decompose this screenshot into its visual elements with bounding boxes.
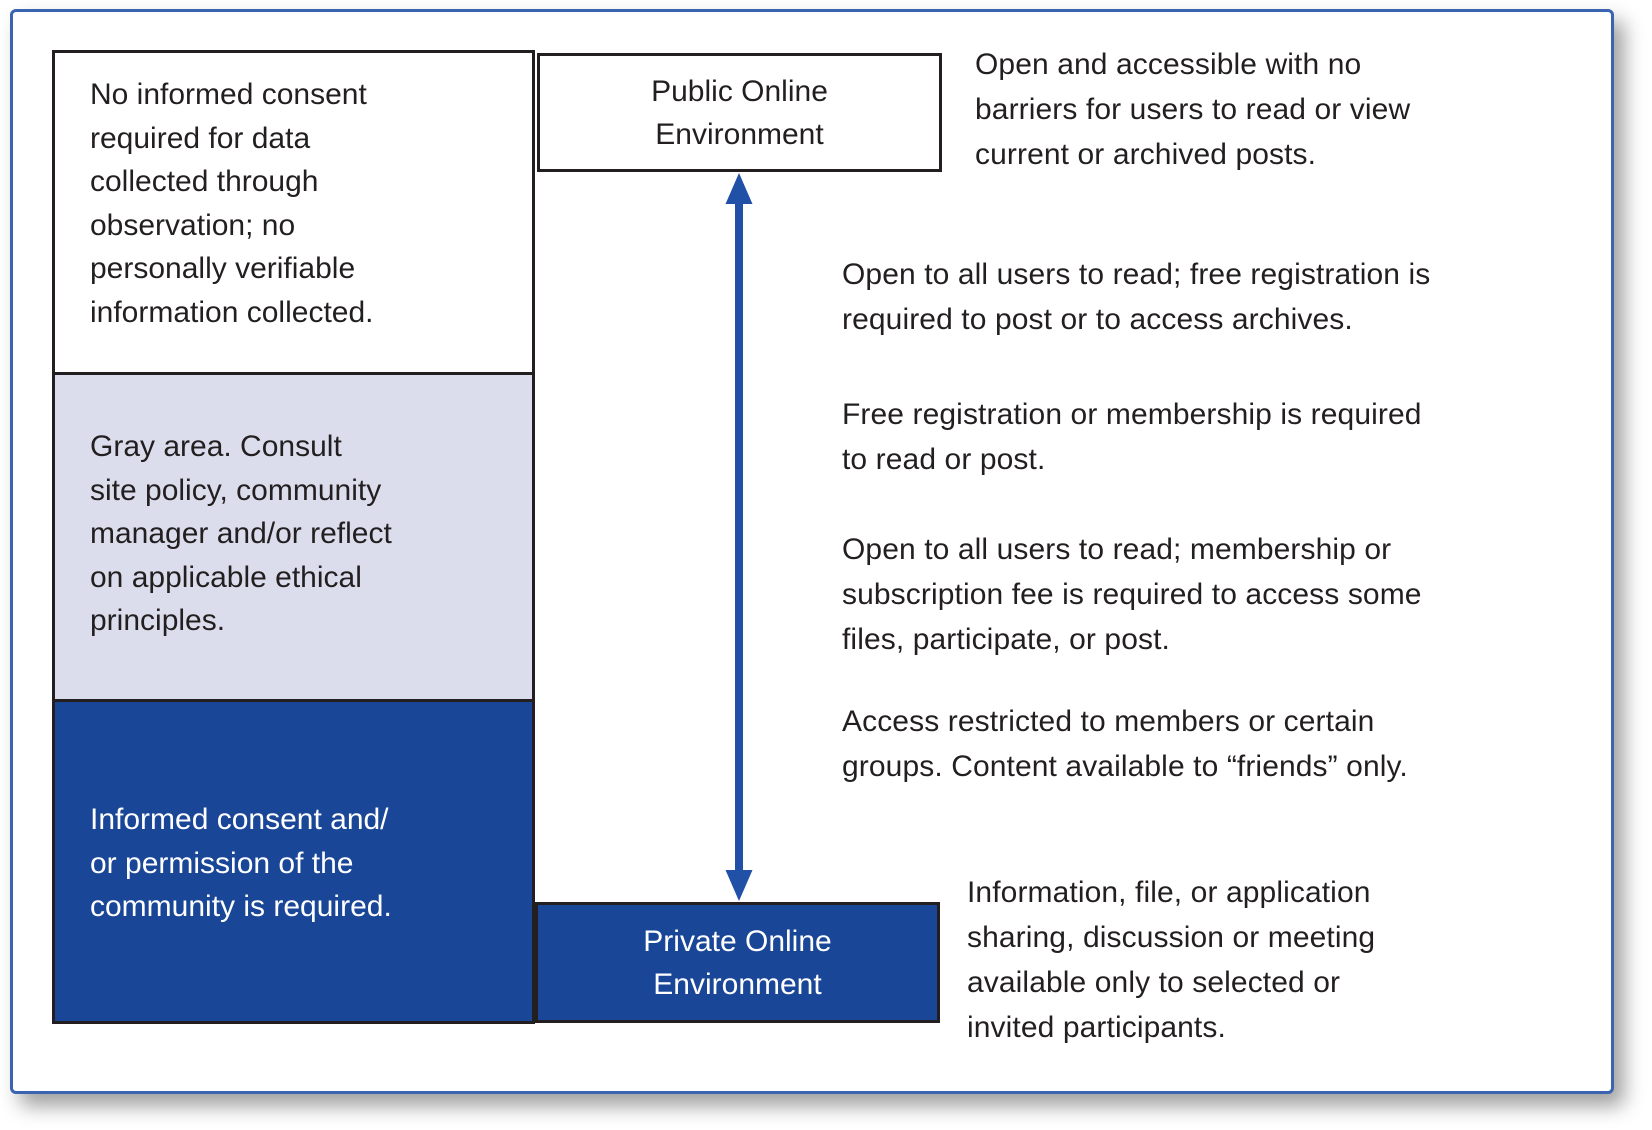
note-registration-required-to-read: Free registration or membership is requi… xyxy=(842,398,1422,476)
public-environment-box: Public Online Environment xyxy=(537,53,942,172)
private-environment-box: Private Online Environment xyxy=(535,902,940,1023)
consent-zone-no-consent: No informed consent required for data co… xyxy=(52,50,535,375)
consent-zone-gray-area: Gray area. Consult site policy, communit… xyxy=(52,372,535,702)
note-open-accessible: Open and accessible with no barriers for… xyxy=(975,48,1411,171)
note-restricted-to-members: Access restricted to members or certain … xyxy=(842,705,1408,783)
consent-zone-informed-consent: Informed consent and/ or permission of t… xyxy=(52,699,535,1024)
note-free-registration-to-post: Open to all users to read; free registra… xyxy=(842,258,1431,336)
note-subscription-fee: Open to all users to read; membership or… xyxy=(842,533,1422,656)
note-invited-participants: Information, file, or application sharin… xyxy=(967,876,1376,1044)
